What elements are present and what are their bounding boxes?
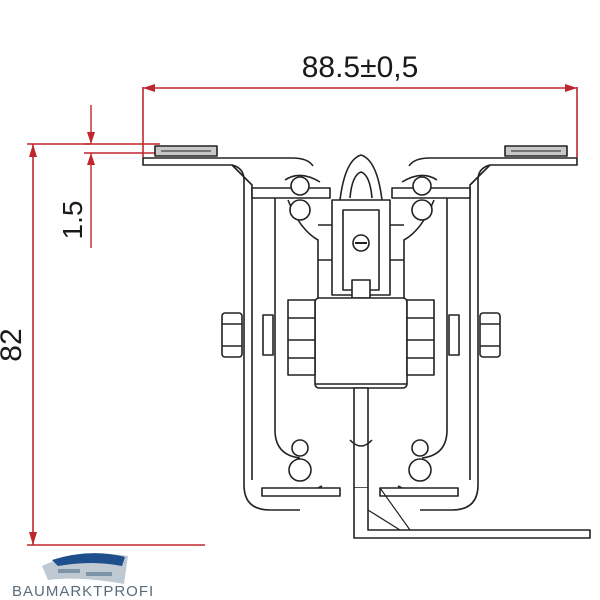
central-shaft xyxy=(353,387,369,489)
dimension-height xyxy=(27,143,205,546)
left-hinge-block xyxy=(262,299,316,376)
central-latch xyxy=(318,154,404,299)
logo-text: BAUMARKTPROFI xyxy=(12,583,154,600)
bottom-left-roller xyxy=(282,439,323,494)
bottom-right-roller xyxy=(397,439,438,494)
central-block xyxy=(314,297,408,389)
brand-logo: BAUMARKTPROFI xyxy=(12,553,154,600)
top-plate-right xyxy=(391,187,471,199)
dimension-offset-label: 1.5 xyxy=(57,201,88,240)
right-nut-icon xyxy=(479,312,501,358)
right-inner-arm xyxy=(421,195,448,459)
top-left-roller xyxy=(284,174,321,221)
left-nut-icon xyxy=(221,312,243,358)
hinge-drawing xyxy=(142,145,591,539)
dimension-width-label: 88.5±0,5 xyxy=(302,51,419,84)
dimension-offset xyxy=(84,105,160,248)
arrow-left-icon xyxy=(143,84,155,92)
dimension-height-label: 82 xyxy=(0,328,28,361)
arrow-up-icon xyxy=(87,153,95,165)
left-inner-arm xyxy=(274,195,301,459)
arrow-right-icon xyxy=(565,84,577,92)
logo-wave-dark-icon xyxy=(52,553,125,566)
arrow-down-icon xyxy=(29,532,37,545)
arrow-up-icon xyxy=(29,144,37,157)
right-hinge-block xyxy=(406,299,460,376)
right-flange xyxy=(408,145,578,511)
arrow-down-icon xyxy=(87,132,95,144)
dimension-width xyxy=(142,84,578,158)
bottom-lever xyxy=(353,488,591,539)
top-right-roller xyxy=(401,174,438,221)
left-flange xyxy=(142,145,314,511)
bottom-plate-left xyxy=(261,487,341,497)
bottom-plate-right xyxy=(379,487,459,497)
